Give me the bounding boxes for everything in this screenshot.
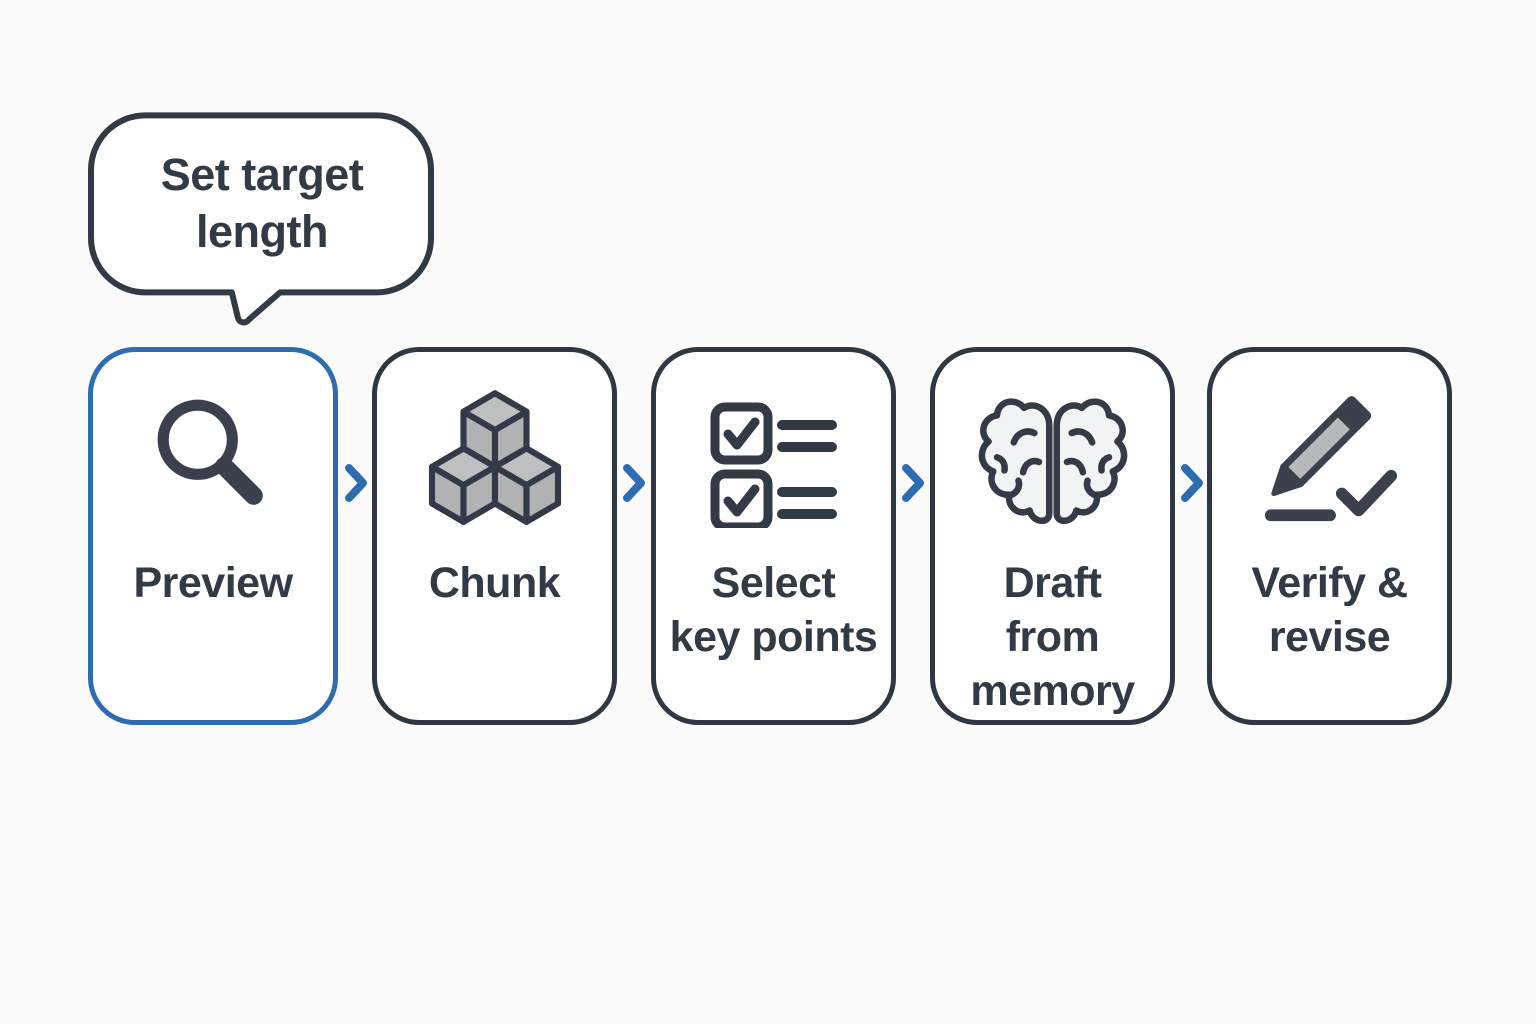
step-card-preview: Preview xyxy=(88,347,338,725)
step-label: Preview xyxy=(133,559,293,607)
step-card-verify-revise: Verify & revise xyxy=(1207,347,1452,725)
step-label: Verify & revise xyxy=(1251,559,1408,661)
step-card-chunk: Chunk xyxy=(372,347,617,725)
chevron-right-icon xyxy=(902,464,924,502)
cubes-icon xyxy=(377,388,612,528)
step-card-draft-from-memory: Draft from memory xyxy=(930,347,1175,725)
magnifier-icon xyxy=(93,394,333,516)
step-label: Select key points xyxy=(669,559,878,661)
chevron-right-icon xyxy=(1181,464,1203,502)
callout-text: Set target length xyxy=(160,149,364,257)
step-card-select-key-points: Select key points xyxy=(651,347,896,725)
step-label: Chunk xyxy=(428,559,561,607)
step-label: Draft from memory xyxy=(970,559,1135,715)
pencil-check-icon xyxy=(1212,390,1447,530)
chevron-right-icon xyxy=(345,464,367,502)
checklist-icon xyxy=(656,402,891,528)
speech-bubble xyxy=(88,112,434,326)
brain-icon xyxy=(935,392,1170,532)
chevron-right-icon xyxy=(623,464,645,502)
